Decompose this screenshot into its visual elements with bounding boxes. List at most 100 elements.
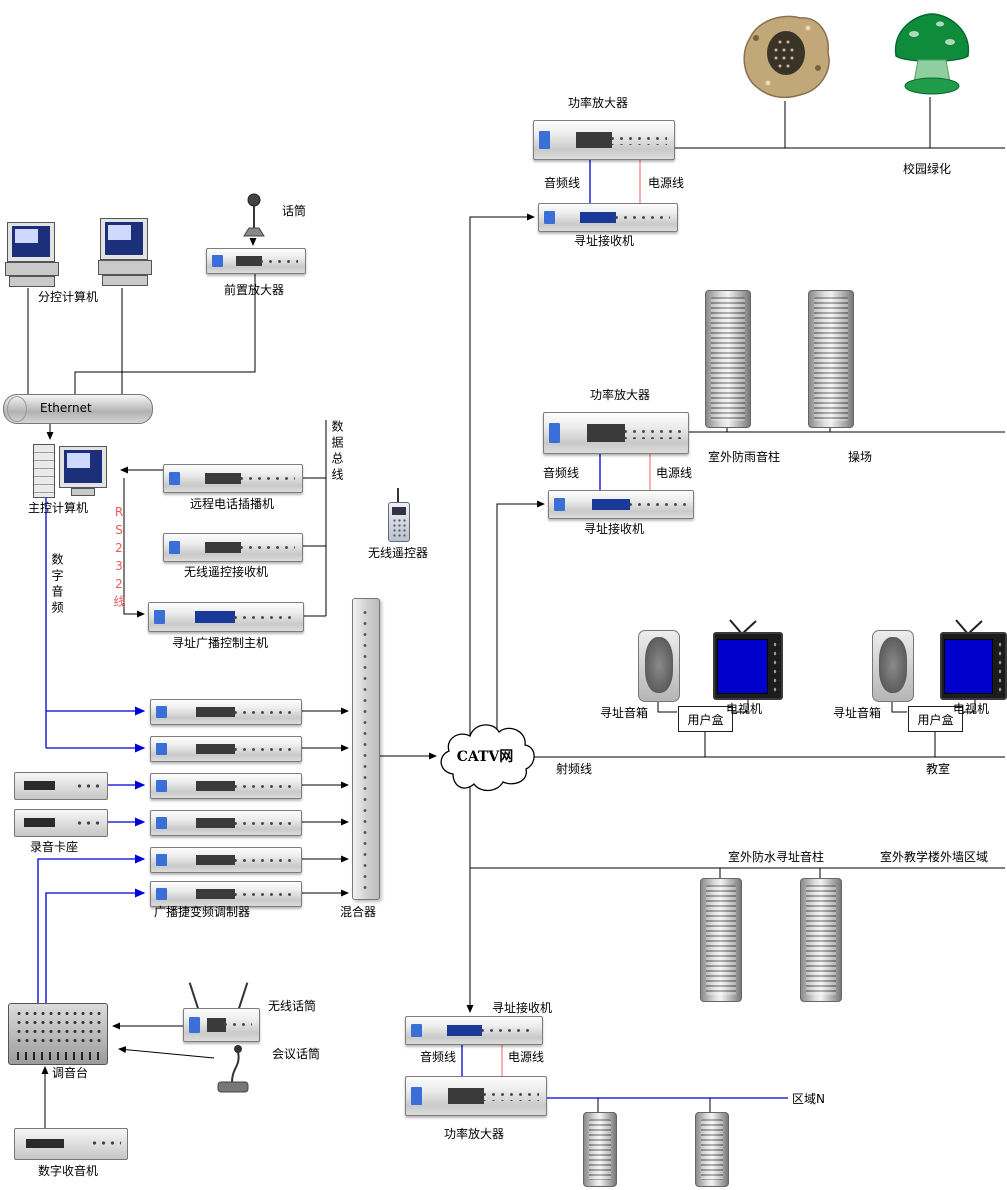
receiver-top-device — [538, 203, 678, 232]
catv-label: CATV网 — [456, 748, 514, 765]
outdoor-column-label: 室外防雨音柱 — [708, 450, 781, 464]
mixing-console-label: 调音台 — [52, 1066, 89, 1080]
modulators-label: 广播捷变频调制器 — [154, 905, 251, 919]
user-box-1-label: 用户盒 — [687, 712, 724, 727]
waterproof-column-label: 室外防水寻址音柱 — [728, 850, 825, 864]
user-box-2-label: 用户盒 — [917, 712, 954, 727]
receiver-mid-device — [548, 490, 694, 519]
computer-tower — [33, 444, 55, 498]
remote-antenna — [397, 488, 399, 502]
remote-phone-player-label: 远程电话插播机 — [190, 497, 275, 511]
microphone-label: 话筒 — [282, 204, 307, 218]
waterproof-column-speaker-2 — [800, 878, 842, 1002]
computer-case — [5, 262, 59, 276]
wireless-rc-receiver-label: 无线遥控接收机 — [184, 565, 269, 579]
area-n-label: 区域N — [792, 1092, 825, 1106]
tv-controls — [996, 640, 1004, 693]
monitor-stand — [71, 488, 95, 496]
tape-deck-2 — [14, 809, 108, 837]
microphone-icon — [243, 193, 265, 237]
classroom-label: 教室 — [926, 762, 951, 776]
red-power-lines — [501, 158, 651, 1076]
area-column-speaker-1 — [583, 1112, 617, 1187]
computer-keyboard — [102, 275, 148, 286]
ethernet-label: Ethernet — [40, 401, 92, 415]
power-amp-top-device — [533, 120, 675, 160]
addressable-speaker-2 — [872, 630, 914, 702]
user-box-1: 用户盒 — [678, 706, 733, 732]
power-line-mid-label: 电源线 — [656, 466, 693, 480]
tv-antenna-icon — [955, 619, 983, 634]
sub-computer-1 — [5, 222, 60, 288]
audio-line-top-label: 音频线 — [544, 176, 581, 190]
power-amp-top-label: 功率放大器 — [568, 96, 629, 110]
tv-screen — [944, 639, 993, 694]
addressable-speaker-1 — [638, 630, 680, 702]
area-column-speaker-2 — [695, 1112, 729, 1187]
receiver-top-label: 寻址接收机 — [574, 234, 635, 248]
main-computer-label: 主控计算机 — [28, 501, 89, 515]
remote-phone-player-device — [163, 464, 303, 493]
conference-mic-label: 会议话筒 — [272, 1047, 321, 1061]
crt-monitor — [100, 218, 148, 260]
tv-set-1 — [713, 618, 783, 700]
receiver-bottom-label: 寻址接收机 — [492, 1001, 553, 1015]
wireless-mic-receiver-device — [183, 1008, 260, 1042]
power-amp-bottom-label: 功率放大器 — [444, 1127, 505, 1141]
cloud-shape — [440, 724, 535, 792]
addressable-host-device — [148, 602, 304, 632]
sub-computer-2 — [98, 218, 153, 288]
ethernet-bus: Ethernet — [3, 394, 153, 424]
outdoor-column-speaker-2 — [808, 290, 854, 428]
modulator-1 — [150, 699, 302, 725]
black-lines — [27, 97, 1005, 1128]
tv-set-2 — [940, 618, 1007, 700]
tv-antenna-icon — [728, 619, 757, 634]
power-amp-mid-label: 功率放大器 — [590, 388, 651, 402]
catv-cloud: CATV网 — [433, 714, 537, 798]
wireless-remote-label: 无线遥控器 — [368, 546, 429, 560]
tape-deck-label: 录音卡座 — [30, 840, 79, 854]
preamplifier-device — [206, 248, 306, 274]
user-box-2: 用户盒 — [908, 706, 963, 732]
computer-keyboard — [9, 276, 55, 287]
wireless-rc-receiver-device — [163, 533, 303, 562]
power-line-bottom-label: 电源线 — [508, 1050, 545, 1064]
power-amp-bottom-device — [405, 1076, 547, 1116]
computer-case — [98, 260, 152, 275]
addressable-host-label: 寻址广播控制主机 — [172, 636, 269, 650]
modulator-4 — [150, 810, 302, 836]
wireless-mic-label: 无线话筒 — [268, 999, 317, 1013]
wireless-remote-device — [388, 502, 410, 542]
rf-line-label: 射频线 — [556, 762, 593, 776]
mixer-device — [352, 598, 380, 900]
receiver-bottom-device — [405, 1016, 543, 1045]
tv-controls — [772, 640, 780, 693]
rs232-line-label: RS232线 — [112, 505, 126, 611]
modulator-3 — [150, 773, 302, 799]
crt-monitor — [7, 222, 55, 262]
playground-label: 操场 — [848, 450, 873, 464]
modulator-2 — [150, 736, 302, 762]
sub-computer-label: 分控计算机 — [38, 290, 99, 304]
modulator-6 — [150, 881, 302, 907]
digital-audio-label: 数字音频 — [50, 553, 64, 617]
teaching-wall-area-label: 室外教学楼外墙区域 — [880, 850, 989, 864]
digital-radio-device — [14, 1128, 128, 1160]
modulator-5 — [150, 847, 302, 873]
crt-monitor — [59, 446, 107, 488]
data-bus-label: 数据总线 — [330, 420, 344, 484]
outdoor-column-speaker-1 — [705, 290, 751, 428]
power-amp-mid-device — [543, 412, 689, 454]
tv-screen — [717, 639, 769, 694]
main-computer — [33, 442, 111, 498]
rock-speaker — [743, 15, 830, 99]
waterproof-column-speaker-1 — [700, 878, 742, 1002]
mushroom-speaker — [894, 13, 970, 95]
digital-radio-label: 数字收音机 — [38, 1164, 99, 1178]
mixer-label: 混合器 — [340, 905, 377, 919]
audio-line-bottom-label: 音频线 — [420, 1050, 457, 1064]
receiver-mid-label: 寻址接收机 — [584, 522, 645, 536]
